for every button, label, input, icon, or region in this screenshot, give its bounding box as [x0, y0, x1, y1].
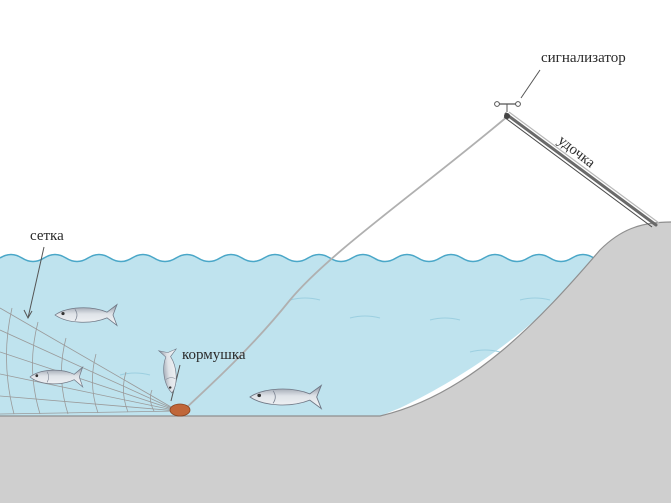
water	[0, 255, 594, 416]
water-texture	[119, 297, 551, 376]
net-pointer	[27, 246, 45, 319]
water-surface	[0, 253, 595, 263]
fishing-line	[183, 115, 509, 411]
net-label: сетка	[30, 228, 64, 244]
fishing-rod	[503, 111, 660, 228]
net	[0, 307, 179, 415]
signalizer-label: сигнализатор	[541, 50, 626, 66]
bank-edge	[0, 221, 671, 417]
signalizer-pointer	[520, 69, 541, 99]
bell-icon	[494, 101, 521, 112]
feeder-label: кормушка	[182, 347, 246, 363]
feeder	[169, 403, 191, 417]
ground-bank	[0, 222, 671, 503]
